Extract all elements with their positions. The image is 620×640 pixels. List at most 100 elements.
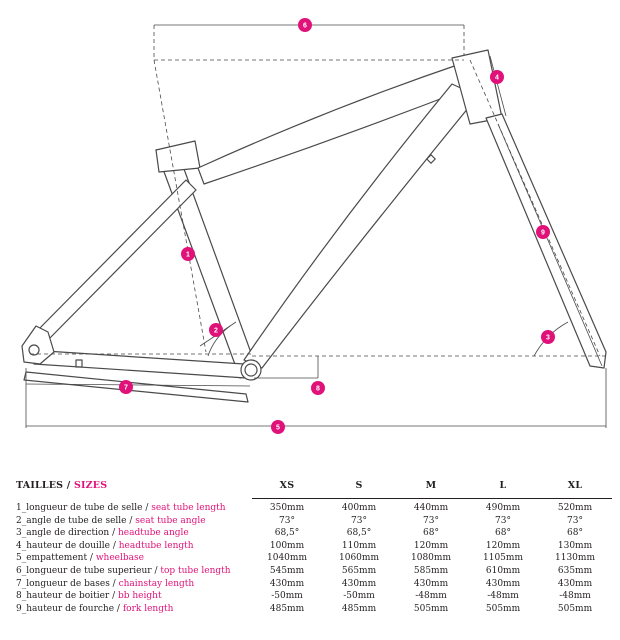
table-cell: 1105mm [483,553,523,564]
down-tube [243,83,479,369]
table-cell: 130mm [557,540,593,551]
table-cell: 430mm [557,578,593,589]
row-label-en: wheelbase [95,553,144,564]
dimension-badges: 1 2 3 4 5 6 7 8 9 [119,18,555,434]
table-cell: 520mm [557,503,593,513]
table-cell: 1060mm [339,553,379,564]
badge-2: 2 [209,323,223,337]
table-cell: 400mm [341,503,377,513]
badge-8: 8 [311,381,325,395]
row-label-fr: longueur de bases [26,578,110,589]
table-cell: 73° [567,515,583,526]
row-number: 1 [16,503,22,513]
table-cell: 68,5° [274,528,300,539]
header-rule [252,498,612,499]
table-row: 2_angle de tube de selle / seat tube ang… [16,515,612,528]
row-label: 9_hauteur de fourche / fork length [16,603,174,614]
row-number: 2 [16,515,22,526]
steer-axis-ext [469,59,601,357]
table-cell: -48mm [415,591,447,602]
table-cell: 120mm [413,540,449,551]
bottom-bracket [240,359,262,381]
row-number: 8 [16,591,22,602]
row-label-en: top tube length [160,565,231,576]
row-label-fr: longueur de tube de selle [26,503,143,513]
table-cell: 585mm [413,565,449,576]
row-label-en: fork length [122,603,174,614]
row-label-fr: angle de direction [26,528,110,539]
row-number: 9 [16,603,22,614]
table-cell: 430mm [341,578,377,589]
badge-6: 6 [298,18,312,32]
row-label-en: bb height [118,591,162,602]
table-cell: 430mm [485,578,521,589]
table-cell: -50mm [343,591,375,602]
table-cell: 565mm [341,565,377,576]
table-cell: -48mm [487,591,519,602]
table-cell: 73° [495,515,511,526]
row-label: 6_longueur de tube superieur / top tube … [16,565,231,576]
table-row: 7_longueur de bases / chainstay length 43… [16,578,612,591]
table-cell: 1130mm [555,553,595,564]
bottom-bracket-inner [244,363,258,377]
row-number: 7 [16,578,22,589]
dropout-axle [28,344,40,356]
row-label: 3_angle de direction / headtube angle [16,528,189,539]
row-number: 3 [16,528,22,539]
table-cell: 490mm [485,503,521,513]
table-row: 1_longueur de tube de selle / seat tube … [16,502,612,515]
row-label-en: seat tube length [151,503,226,513]
header-label: TAILLES / SIZES [16,480,108,491]
row-number: 6 [16,565,22,576]
row-label-fr: empattement [26,553,88,564]
table-cell: 73° [423,515,439,526]
table-cell: 440mm [413,503,449,513]
table-row: 8_hauteur de boitier / bb height-50mm-50… [16,590,612,603]
table-body: 1_longueur de tube de selle / seat tube … [16,498,612,615]
table-cell: 545mm [269,565,305,576]
table-header: TAILLES / SIZES XS S M L XL [16,478,612,494]
table-cell: 73° [279,515,295,526]
table-cell: 635mm [557,565,593,576]
table-cell: 505mm [485,603,521,614]
table-cell: 485mm [269,603,305,614]
dim-4-line [489,55,507,117]
size-table: TAILLES / SIZES XS S M L XL 1_longueur d… [16,478,612,615]
row-label: 1_longueur de tube de selle / seat tube … [16,503,226,513]
row-label: 5_empattement / wheelbase [16,553,144,564]
rear-dropout [21,325,55,365]
size-m: M [425,480,437,491]
table-cell: 120mm [485,540,521,551]
table-cell: 68° [567,528,583,539]
table-cell: 350mm [269,503,305,513]
size-xs: XS [279,480,295,491]
badge-9: 9 [536,225,550,239]
row-label-fr: angle de tube de selle [26,515,127,526]
row-number: 5 [16,553,22,564]
row-number: 4 [16,540,22,551]
row-label: 4_hauteur de douille / headtube length [16,540,194,551]
seat-collar [155,140,201,173]
svg-text:1: 1 [186,252,190,259]
svg-text:8: 8 [316,386,320,393]
row-label-fr: hauteur de douille [26,540,110,551]
badge-3: 3 [541,330,555,344]
row-label-fr: longueur de tube superieur [26,565,152,576]
row-label-fr: hauteur de fourche [26,603,115,614]
svg-text:9: 9 [541,230,545,237]
badge-7: 7 [119,380,133,394]
chain-stay-lower [23,371,249,403]
dim-7-line [25,383,251,387]
seat-axis-ext [153,59,207,353]
table-row: 3_angle de direction / headtube angle 68,… [16,527,612,540]
fork [485,113,607,369]
size-s: S [355,480,363,491]
size-xl: XL [567,480,583,491]
row-label: 7_longueur de bases / chainstay length [16,578,195,589]
table-cell: 68,5° [346,528,372,539]
table-cell: 110mm [341,540,377,551]
badge-5: 5 [271,420,285,434]
table-cell: 610mm [485,565,521,576]
badge-4: 4 [490,70,504,84]
